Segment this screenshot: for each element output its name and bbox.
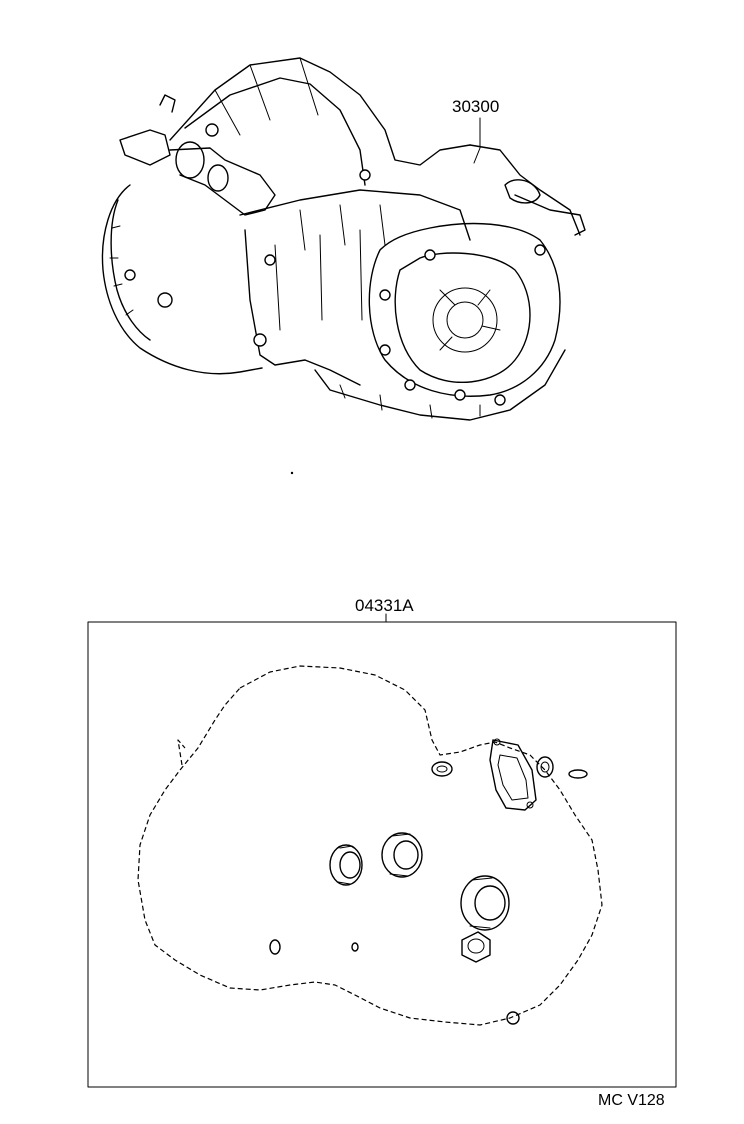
gasket-kit-frame [87, 621, 677, 1088]
leader-line-30300 [473, 117, 481, 164]
label-04331A: 04331A [355, 596, 414, 615]
drawing-code: MC V128 [598, 1092, 665, 1109]
gasket-kit-illustration [137, 665, 603, 1026]
transaxle-assembly-illustration [101, 57, 586, 475]
label-30300: 30300 [452, 97, 499, 116]
